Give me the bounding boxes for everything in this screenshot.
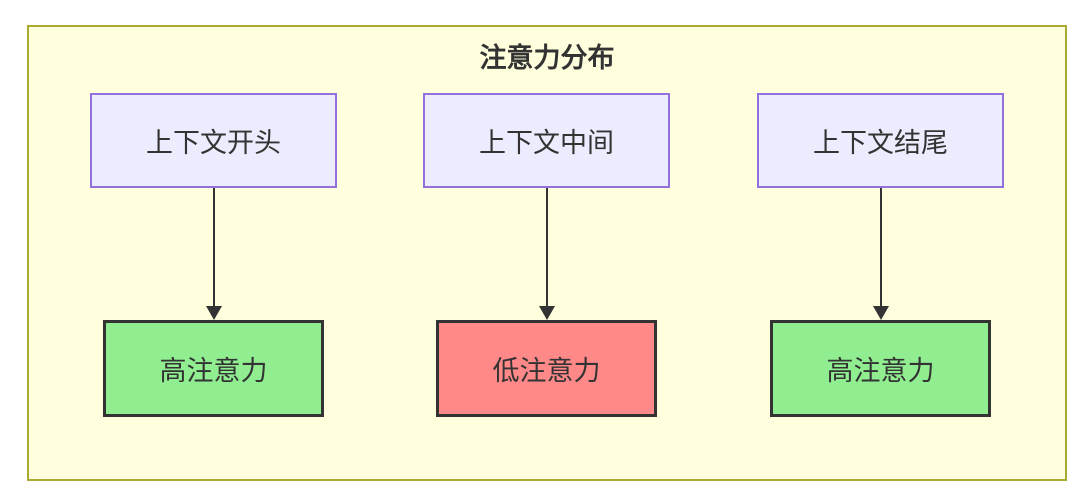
node-low-attention-label: 低注意力	[492, 356, 601, 386]
flow-column-context-middle: 上下文中间 低注意力	[423, 93, 670, 417]
arrow-down-icon	[872, 188, 889, 320]
node-context-end-label: 上下文结尾	[813, 128, 948, 158]
flow-column-context-end: 上下文结尾 高注意力	[757, 93, 1004, 417]
node-high-attention-left: 高注意力	[103, 320, 324, 417]
arrow-down-icon	[538, 188, 555, 320]
arrow-line	[212, 188, 215, 306]
node-context-middle: 上下文中间	[423, 93, 670, 188]
attention-distribution-container: 注意力分布 上下文开头 高注意力 上下文中间 低注意力 上下文结尾	[27, 25, 1067, 481]
node-low-attention: 低注意力	[436, 320, 657, 417]
node-context-start-label: 上下文开头	[146, 128, 281, 158]
arrow-head	[205, 306, 222, 320]
node-context-middle-label: 上下文中间	[479, 128, 614, 158]
node-high-attention-right-label: 高注意力	[826, 356, 935, 386]
flow-column-context-start: 上下文开头 高注意力	[90, 93, 337, 417]
arrow-line	[545, 188, 548, 306]
diagram-title: 注意力分布	[479, 43, 615, 73]
node-high-attention-right: 高注意力	[770, 320, 991, 417]
node-context-end: 上下文结尾	[757, 93, 1004, 188]
arrow-line	[879, 188, 882, 306]
arrow-head	[538, 306, 555, 320]
node-context-start: 上下文开头	[90, 93, 337, 188]
arrow-head	[872, 306, 889, 320]
arrow-down-icon	[205, 188, 222, 320]
node-high-attention-left-label: 高注意力	[159, 356, 268, 386]
